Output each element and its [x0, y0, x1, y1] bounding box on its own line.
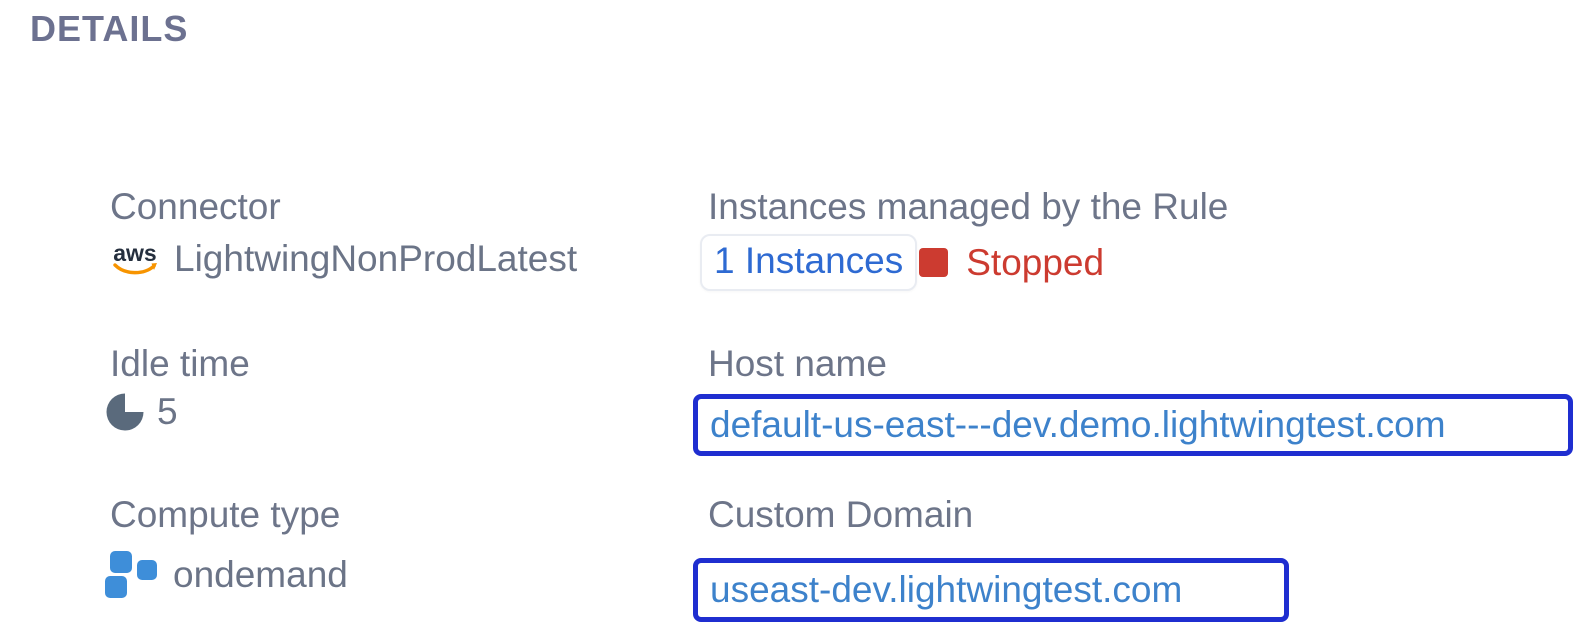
section-title: DETAILS — [30, 8, 189, 49]
custom-domain-label: Custom Domain — [708, 494, 974, 535]
compute-type-label: Compute type — [110, 494, 341, 535]
aws-wordmark: aws — [113, 240, 156, 266]
instances-value-row: 1 Instances Stopped — [700, 234, 1104, 291]
aws-icon: aws — [108, 239, 162, 279]
host-name-label: Host name — [708, 343, 887, 384]
connector-name: LightwingNonProdLatest — [174, 238, 578, 279]
stopped-square-icon — [919, 248, 949, 277]
custom-domain-link[interactable]: useast-dev.lightwingtest.com — [693, 558, 1289, 622]
compute-squares-icon — [105, 550, 161, 600]
idle-time-number: 5 — [157, 391, 178, 432]
idle-time-label: Idle time — [110, 343, 250, 384]
host-name-link[interactable]: default-us-east---dev.demo.lightwingtest… — [693, 394, 1573, 456]
idle-time-value: 5 — [105, 391, 178, 433]
connector-value: aws LightwingNonProdLatest — [108, 238, 577, 280]
host-name-url: default-us-east---dev.demo.lightwingtest… — [710, 404, 1446, 445]
instances-label: Instances managed by the Rule — [708, 186, 1229, 227]
pie-chart-icon — [105, 392, 145, 432]
instances-status-text: Stopped — [966, 241, 1105, 283]
compute-type-name: ondemand — [173, 554, 348, 595]
instances-count-text: 1 Instances — [714, 240, 904, 281]
instances-count-link[interactable]: 1 Instances — [700, 234, 918, 291]
custom-domain-url: useast-dev.lightwingtest.com — [710, 569, 1183, 610]
compute-type-value: ondemand — [105, 550, 348, 600]
connector-label: Connector — [110, 186, 281, 227]
